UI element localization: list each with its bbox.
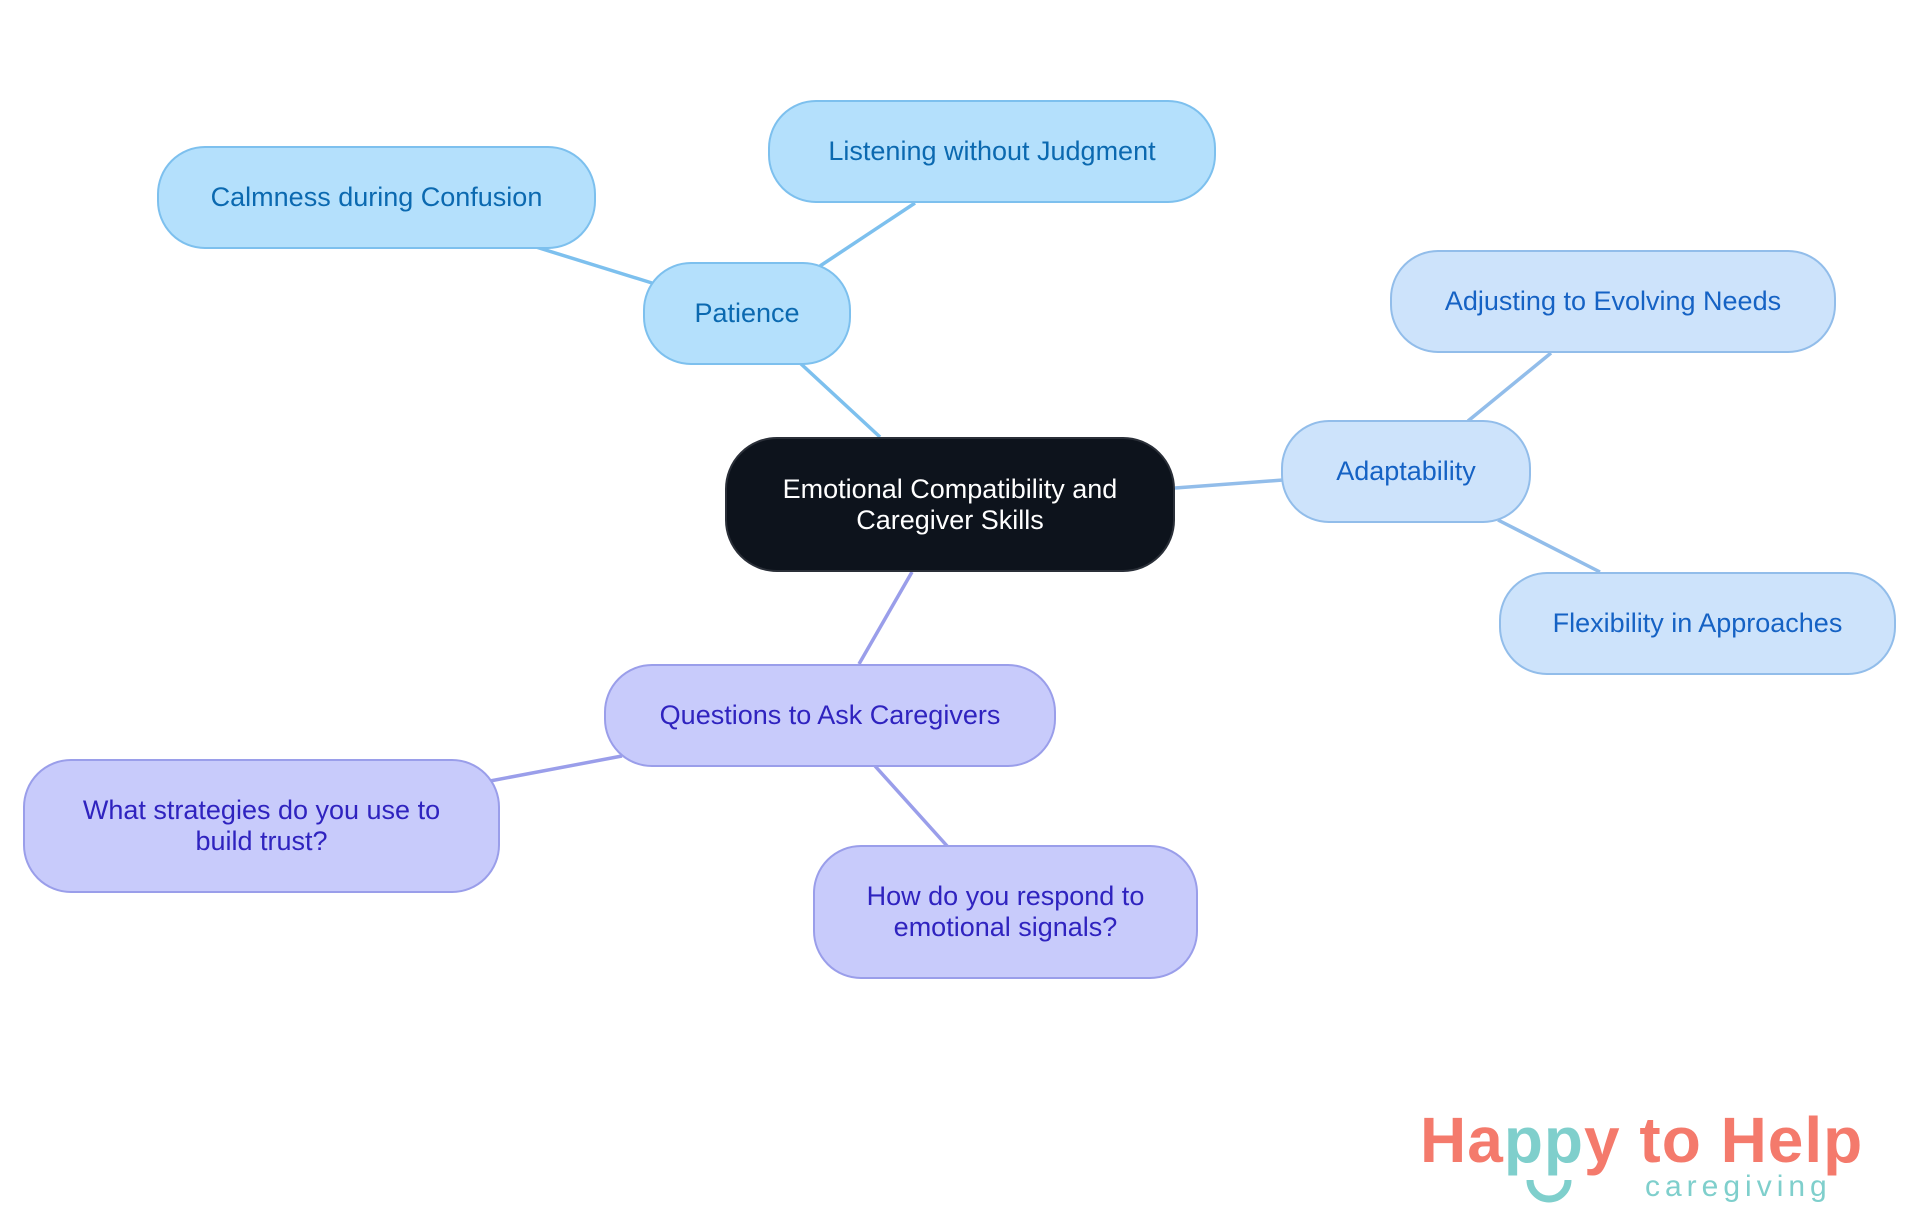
center-node[interactable]: Emotional Compatibility and Caregiver Sk… <box>725 437 1175 572</box>
logo-subtitle: caregiving <box>1645 1170 1832 1203</box>
branch-node-label: Patience <box>694 298 800 328</box>
branch-node-label: Questions to Ask Caregivers <box>659 700 1001 730</box>
smile-icon <box>1526 1179 1572 1203</box>
branch-node-label: Adaptability <box>1336 456 1476 486</box>
leaf-node-label: Flexibility in Approaches <box>1552 608 1843 638</box>
leaf-node-flexibility[interactable]: Flexibility in Approaches <box>1499 572 1896 675</box>
leaf-node-label: How do you respond to emotional signals? <box>866 881 1145 942</box>
leaf-node-label: Listening without Judgment <box>828 136 1156 166</box>
logo-wordmark: Happy to Help <box>1420 1104 1864 1176</box>
leaf-node-calmness[interactable]: Calmness during Confusion <box>157 146 596 249</box>
leaf-node-listening[interactable]: Listening without Judgment <box>768 100 1216 203</box>
leaf-node-respond[interactable]: How do you respond to emotional signals? <box>813 845 1198 979</box>
branch-node-adaptability[interactable]: Adaptability <box>1281 420 1531 523</box>
branch-node-questions[interactable]: Questions to Ask Caregivers <box>604 664 1056 767</box>
leaf-node-label: Calmness during Confusion <box>210 182 543 212</box>
branch-node-patience[interactable]: Patience <box>643 262 851 365</box>
happy-to-help-logo: Happy to Help caregiving <box>1420 1100 1880 1203</box>
leaf-node-strategies[interactable]: What strategies do you use to build trus… <box>23 759 500 893</box>
leaf-node-label: Adjusting to Evolving Needs <box>1444 286 1782 316</box>
leaf-node-label: What strategies do you use to build trus… <box>82 795 441 856</box>
center-node-label: Emotional Compatibility and Caregiver Sk… <box>782 473 1118 535</box>
leaf-node-adjusting[interactable]: Adjusting to Evolving Needs <box>1390 250 1836 353</box>
